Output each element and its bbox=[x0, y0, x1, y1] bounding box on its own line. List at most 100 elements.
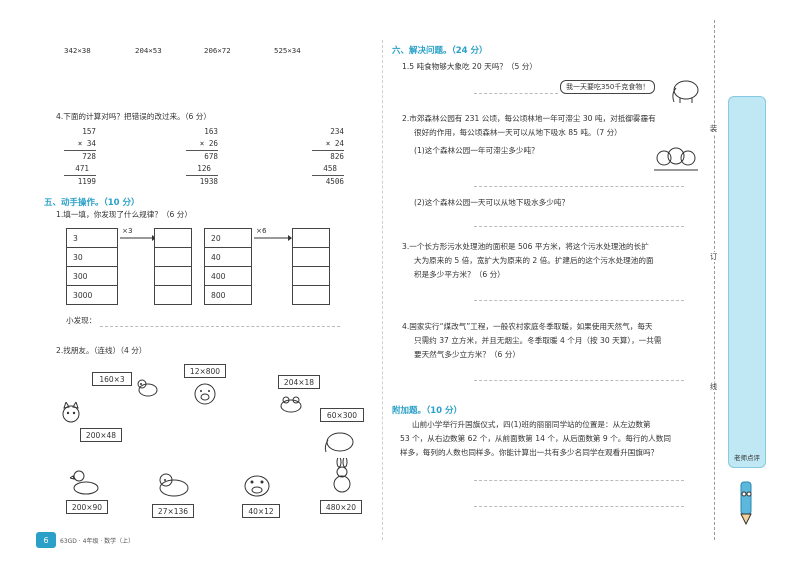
answer-line-3[interactable] bbox=[474, 226, 684, 227]
problem-3: 206×72 bbox=[204, 46, 231, 55]
t1-answer-1[interactable] bbox=[154, 228, 192, 248]
binding-char-2: 订 bbox=[710, 252, 718, 262]
t2-cell-2: 40 bbox=[204, 247, 252, 267]
calc-2-r: 1938 bbox=[199, 177, 218, 186]
rabbit-icon bbox=[333, 458, 351, 493]
binding-char-1: 装 bbox=[710, 124, 718, 134]
t2-answer-1[interactable] bbox=[292, 228, 330, 248]
frog-icon bbox=[280, 396, 302, 413]
extra-title: 附加题。（10 分） bbox=[392, 406, 463, 416]
binding-char-3: 线 bbox=[710, 382, 718, 392]
calc-1-p2: 471 bbox=[75, 164, 89, 173]
speech-bubble: 我一天要吃350千克食物！ bbox=[560, 80, 656, 94]
t1-cell-4: 3000 bbox=[66, 285, 118, 305]
sec6-q1: 1.5 吨食物够大象吃 20 天吗？（5 分） bbox=[402, 62, 537, 71]
cat-icon bbox=[62, 402, 80, 423]
calc-2-p2: 126 bbox=[197, 164, 211, 173]
answer-line-2[interactable] bbox=[474, 186, 684, 187]
forest-icon bbox=[654, 147, 698, 171]
extra-l2: 53 个，从右边数第 62 个，从前面数第 14 个，从后面数第 9 个。每行的… bbox=[400, 434, 671, 443]
answer-line-6[interactable] bbox=[474, 480, 684, 481]
puppy-icon bbox=[159, 473, 189, 497]
calc-3: 234 × 24 826 458 4506 bbox=[312, 126, 344, 188]
t2-answer-4[interactable] bbox=[292, 285, 330, 305]
sec6-q3-l3: 积是多少平方米？（6 分） bbox=[414, 270, 505, 279]
found-line[interactable] bbox=[100, 326, 340, 327]
found-label: 小发现： bbox=[66, 316, 97, 325]
calc-3-p1: 826 bbox=[330, 152, 344, 161]
section-6-title: 六、解决问题。（24 分） bbox=[392, 46, 488, 56]
problem-4: 525×34 bbox=[274, 46, 301, 55]
t2-cell-1: 20 bbox=[204, 228, 252, 248]
sec6-q4-l2: 只需约 37 立方米，并且无烟尘。冬季取暖 4 个月（按 30 天算），一共需 bbox=[414, 336, 662, 345]
answer-line-4[interactable] bbox=[474, 300, 684, 301]
book-info: 63GD · 4年级 · 数学（上） bbox=[60, 538, 135, 545]
sec6-q4-l3: 要天然气多少立方米？（6 分） bbox=[414, 350, 520, 359]
answer-line-7[interactable] bbox=[474, 506, 684, 507]
duck-icon bbox=[70, 470, 99, 495]
sec5-q1: 1.填一填，你发现了什么规律？（6 分） bbox=[56, 210, 192, 219]
calc-1-a: 157 bbox=[82, 127, 96, 136]
extra-l1: 山前小学举行升国旗仪式，四(1)班的丽丽同学站的位置是：从左边数第 bbox=[412, 420, 651, 429]
page-badge: 6 bbox=[36, 532, 56, 548]
sec6-q2-a: (1)这个森林公园一年可滞尘多少吨？ bbox=[414, 146, 539, 155]
card-3[interactable]: 204×18 bbox=[278, 375, 320, 389]
t1-cell-2: 30 bbox=[66, 247, 118, 267]
problem-2: 204×53 bbox=[135, 46, 162, 55]
problem-1: 342×38 bbox=[64, 46, 91, 55]
t1-multiplier: ×3 bbox=[122, 226, 133, 235]
calc-3-b: × 24 bbox=[325, 139, 344, 148]
t1-arrow-icon bbox=[120, 235, 156, 241]
pencil-mascot-icon bbox=[740, 481, 752, 526]
answer-line-5[interactable] bbox=[474, 380, 684, 381]
calc-3-p2: 458 bbox=[323, 164, 337, 173]
calc-1-r: 1199 bbox=[77, 177, 96, 186]
t1-answer-2[interactable] bbox=[154, 247, 192, 267]
teacher-comment-label: 老师点评 bbox=[734, 454, 760, 462]
t1-answer-4[interactable] bbox=[154, 285, 192, 305]
card-6[interactable]: 200×90 bbox=[66, 500, 108, 514]
teacher-comment-panel[interactable] bbox=[728, 96, 766, 468]
calc-2-a: 163 bbox=[204, 127, 218, 136]
elephant-icon bbox=[324, 432, 354, 453]
card-2[interactable]: 12×800 bbox=[184, 364, 226, 378]
section-5-title: 五、动手操作。（10 分） bbox=[44, 198, 140, 208]
calc-1-p1: 728 bbox=[82, 152, 96, 161]
calc-2-b: × 26 bbox=[199, 139, 218, 148]
q4-text: 4.下面的计算对吗？把错误的改过来。（6 分） bbox=[56, 112, 211, 121]
binding-line bbox=[714, 20, 715, 540]
t2-answer-2[interactable] bbox=[292, 247, 330, 267]
page-divider bbox=[382, 40, 383, 540]
sec6-q2-l1: 2.市郊森林公园有 231 公顷，每公顷林地一年可滞尘 30 吨，对抵御雾霾有 bbox=[402, 114, 656, 123]
calc-1-b: × 34 bbox=[77, 139, 96, 148]
card-1[interactable]: 160×3 bbox=[92, 372, 132, 386]
hippo-icon bbox=[244, 475, 270, 497]
card-8[interactable]: 40×12 bbox=[242, 504, 280, 518]
sec6-q2-l2: 很好的作用，每公顷森林一天可以从地下吸水 85 吨。（7 分） bbox=[414, 128, 622, 137]
mammoth-icon bbox=[672, 80, 699, 103]
calc-1: 157 × 34 728 471 1199 bbox=[64, 126, 96, 188]
sec6-q4-l1: 4.国家实行“煤改气”工程，一般农村家庭冬季取暖，如果使用天然气，每天 bbox=[402, 322, 653, 331]
card-9[interactable]: 480×20 bbox=[320, 500, 362, 514]
card-4[interactable]: 60×300 bbox=[320, 408, 364, 422]
sec6-q2-b: (2)这个森林公园一天可以从地下吸水多少吨？ bbox=[414, 198, 570, 207]
card-7[interactable]: 27×136 bbox=[152, 504, 194, 518]
t1-cell-1: 3 bbox=[66, 228, 118, 248]
calc-3-a: 234 bbox=[330, 127, 344, 136]
t2-answer-3[interactable] bbox=[292, 266, 330, 286]
t2-cell-4: 800 bbox=[204, 285, 252, 305]
sec5-q2: 2.找朋友。（连线）（4 分） bbox=[56, 346, 147, 355]
t2-multiplier: ×6 bbox=[256, 226, 267, 235]
t1-answer-3[interactable] bbox=[154, 266, 192, 286]
t2-arrow-icon bbox=[254, 235, 292, 241]
pig-icon bbox=[194, 383, 216, 405]
dog-icon bbox=[137, 379, 158, 397]
sec6-q3-l1: 3.一个长方形污水处理池的面积是 506 平方米，将这个污水处理池的长扩 bbox=[402, 242, 649, 251]
calc-3-r: 4506 bbox=[325, 177, 344, 186]
calc-2: 163 × 26 678 126 1938 bbox=[186, 126, 218, 188]
answer-line-1[interactable] bbox=[474, 93, 558, 94]
t2-cell-3: 400 bbox=[204, 266, 252, 286]
t1-cell-3: 300 bbox=[66, 266, 118, 286]
sec6-q3-l2: 大为原来的 5 倍，宽扩大为原来的 2 倍。扩建后的这个污水处理池的面 bbox=[414, 256, 654, 265]
card-5[interactable]: 200×48 bbox=[80, 428, 122, 442]
